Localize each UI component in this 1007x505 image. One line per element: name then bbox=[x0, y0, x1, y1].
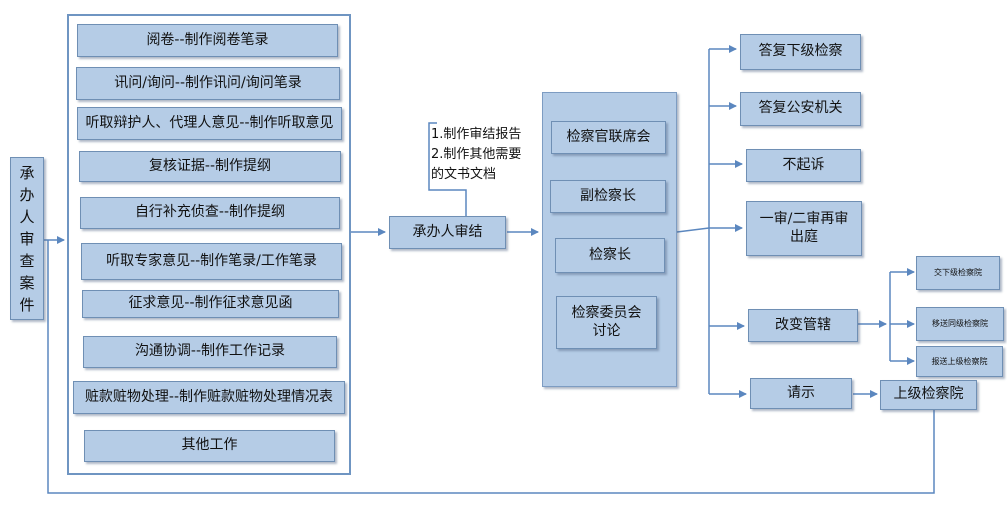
conclusion-box: 承办人审结 bbox=[389, 216, 506, 249]
outcome-label: 答复公安机关 bbox=[758, 100, 843, 117]
target-same-level-procuratorate: 移送同级检察院 bbox=[916, 307, 1004, 341]
note-bracket bbox=[428, 122, 467, 216]
target-label: 报送上级检察院 bbox=[931, 356, 988, 366]
outcome-not-prosecute: 不起诉 bbox=[746, 149, 861, 182]
task-other: 其他工作 bbox=[84, 430, 335, 462]
outcome-request: 请示 bbox=[750, 378, 852, 409]
joint-prosecutors-meeting: 检察官联席会 bbox=[551, 121, 666, 154]
target-upper-procuratorate: 报送上级检察院 bbox=[916, 346, 1003, 377]
outcome-label: 答复下级检察 bbox=[758, 43, 843, 60]
decision-label: 检察官联席会 bbox=[566, 128, 651, 145]
task-hear-counsel: 听取辩护人、代理人意见--制作听取意见 bbox=[77, 107, 342, 140]
conclusion-label: 承办人审结 bbox=[412, 223, 483, 240]
task-label: 自行补充侦查--制作提纲 bbox=[134, 204, 286, 221]
task-stolen-property: 赃款赃物处理--制作赃款赃物处理情况表 bbox=[73, 381, 345, 414]
task-review-evidence: 复核证据--制作提纲 bbox=[79, 151, 341, 182]
outcome-label: 改变管辖 bbox=[775, 316, 831, 333]
deputy-chief-prosecutor: 副检察长 bbox=[550, 180, 666, 213]
outcome-trial: 一审/二审再审 出庭 bbox=[746, 201, 862, 256]
task-label: 听取专家意见--制作笔录/工作笔录 bbox=[106, 252, 317, 269]
task-label: 讯问/询问--制作讯问/询问笔录 bbox=[114, 74, 302, 91]
outcome-reply-police: 答复公安机关 bbox=[740, 92, 861, 126]
tasks-panel bbox=[67, 14, 351, 475]
task-coordination: 沟通协调--制作工作记录 bbox=[83, 336, 337, 368]
outcome-label: 不起诉 bbox=[782, 156, 825, 173]
task-reading: 阅卷--制作阅卷笔录 bbox=[77, 24, 338, 57]
outcome-reply-lower: 答复下级检察 bbox=[740, 34, 861, 70]
task-supplementary-investigation: 自行补充侦查--制作提纲 bbox=[80, 197, 340, 229]
task-label: 阅卷--制作阅卷笔录 bbox=[146, 31, 269, 48]
decision-label: 检察委员会 讨论 bbox=[571, 305, 642, 339]
outcome-change-jurisdiction: 改变管辖 bbox=[748, 309, 858, 342]
target-label: 交下级检察院 bbox=[934, 268, 982, 277]
task-label: 听取辩护人、代理人意见--制作听取意见 bbox=[85, 114, 334, 131]
chief-prosecutor: 检察长 bbox=[555, 238, 665, 273]
upper-procuratorate-box: 上级检察院 bbox=[880, 380, 977, 410]
task-interrogation: 讯问/询问--制作讯问/询问笔录 bbox=[76, 67, 340, 100]
edge-decision-to-bus bbox=[676, 227, 710, 233]
decision-label: 副检察长 bbox=[580, 187, 636, 204]
outcome-label: 一审/二审再审 出庭 bbox=[759, 211, 849, 245]
target-label: 移送同级检察院 bbox=[932, 319, 988, 328]
task-expert-opinion: 听取专家意见--制作笔录/工作笔录 bbox=[81, 243, 342, 280]
conclusion-note: 1.制作审结报告 2.制作其他需要 的文书文档 bbox=[431, 127, 522, 182]
task-label: 征求意见--制作征求意见函 bbox=[128, 295, 293, 312]
task-label: 其他工作 bbox=[181, 437, 238, 454]
task-label: 赃款赃物处理--制作赃款赃物处理情况表 bbox=[84, 388, 334, 405]
task-label: 沟通协调--制作工作记录 bbox=[134, 343, 286, 360]
feedback-loop bbox=[47, 240, 935, 494]
procuratorial-committee: 检察委员会 讨论 bbox=[556, 296, 657, 349]
task-solicit-opinion: 征求意见--制作征求意见函 bbox=[82, 290, 339, 318]
upper-procuratorate-label: 上级检察院 bbox=[893, 386, 964, 403]
outcome-label: 请示 bbox=[787, 384, 815, 401]
target-lower-procuratorate: 交下级检察院 bbox=[916, 256, 1000, 290]
decision-label: 检察长 bbox=[589, 246, 631, 263]
task-label: 复核证据--制作提纲 bbox=[148, 157, 272, 174]
start-case-box: 承 办 人 审 查 案 件 bbox=[10, 157, 44, 320]
start-case-label: 承 办 人 审 查 案 件 bbox=[19, 163, 35, 314]
